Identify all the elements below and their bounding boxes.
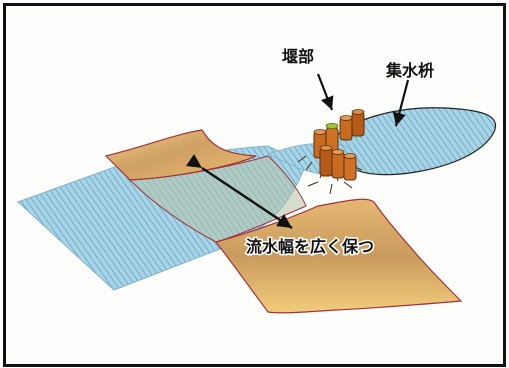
diagram-frame: 堰部 集水枡 流水幅を広く保つ [3, 3, 506, 367]
weir-label: 堰部 [282, 47, 314, 66]
weir-structure [297, 109, 365, 195]
catch-basin-label: 集水枡 [385, 61, 434, 80]
flow-width-label: 流水幅を広く保つ [246, 237, 374, 256]
weir-pointer-arrow [316, 73, 334, 111]
channel-diagram: 堰部 集水枡 流水幅を広く保つ [17, 47, 497, 314]
basin-pointer-arrow [392, 79, 410, 127]
flow-width-arrow [186, 154, 293, 229]
